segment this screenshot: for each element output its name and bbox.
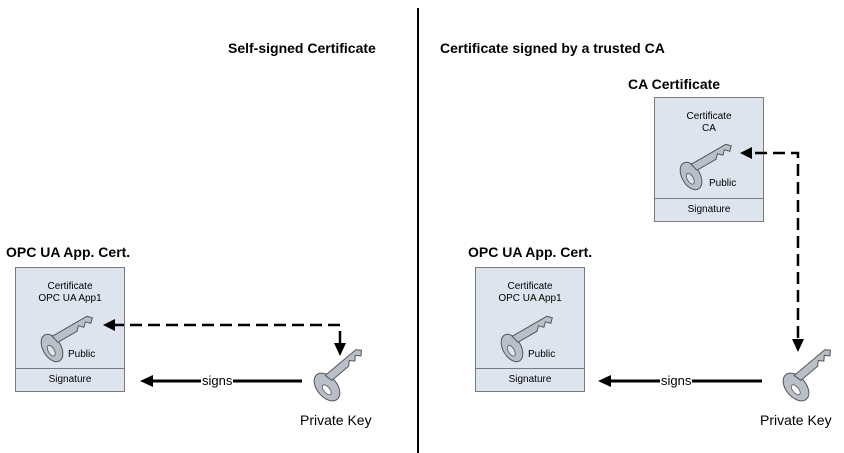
right-signature-label: Signature: [476, 368, 584, 391]
ca-public-label: Public: [709, 178, 737, 189]
left-cert-header: OPC UA App. Cert.: [6, 244, 131, 260]
left-cert-title-line1: Certificate: [47, 281, 93, 292]
ca-cert-header: CA Certificate: [628, 76, 721, 92]
right-cert-title-line1: Certificate: [507, 281, 553, 292]
key-icon: [500, 315, 553, 363]
right-private-key-label: Private Key: [760, 412, 832, 428]
ca-cert-box: Certificate CA Public Signature: [654, 97, 764, 222]
left-cert-title-line2: OPC UA App1: [38, 293, 102, 304]
right-app-cert-box: Certificate OPC UA App1 Public Signature: [475, 267, 585, 392]
right-public-label: Public: [528, 349, 556, 360]
left-signature-label: Signature: [16, 368, 124, 391]
right-cert-title-line2: OPC UA App1: [498, 293, 562, 304]
left-heading: Self-signed Certificate: [228, 40, 376, 56]
left-signs-label: signs: [201, 373, 234, 388]
ca-cert-title-line2: CA: [702, 123, 716, 134]
key-icon: [40, 315, 93, 363]
left-public-label: Public: [68, 349, 96, 360]
left-app-cert-box: Certificate OPC UA App1 Public Signature: [15, 267, 125, 392]
right-signs-label: signs: [660, 373, 693, 388]
ca-cert-title-line1: Certificate: [686, 111, 732, 122]
right-app-cert-header: OPC UA App. Cert.: [468, 244, 593, 260]
right-heading: Certificate signed by a trusted CA: [440, 40, 665, 56]
ca-signature-label: Signature: [655, 198, 763, 221]
left-private-key-label: Private Key: [300, 412, 372, 428]
key-icon: [679, 143, 732, 191]
